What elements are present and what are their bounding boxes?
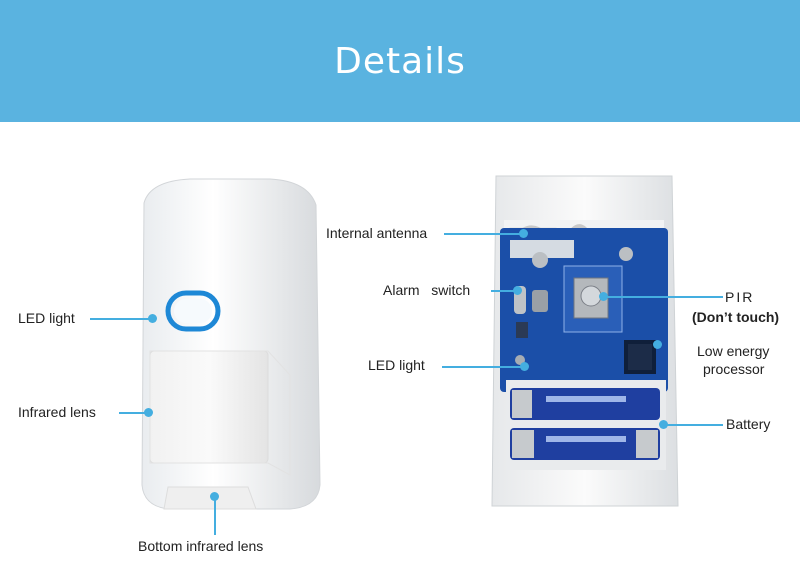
label-bottom-infrared-lens: Bottom infrared lens — [138, 538, 264, 554]
page-title: Details — [334, 40, 466, 82]
callout-dot-pir — [599, 292, 608, 301]
label-alarm-switch: Alarm switch — [383, 282, 471, 298]
callout-line-infrared-lens — [119, 412, 148, 414]
label-battery: Battery — [726, 416, 771, 432]
label-low-energy-processor-line2: processor — [703, 361, 765, 377]
callout-dot-led-front — [148, 314, 157, 323]
label-internal-antenna: Internal antenna — [326, 225, 428, 241]
header-banner: Details — [0, 0, 800, 122]
callout-line-battery — [667, 424, 723, 426]
label-pir-note: (Don’t touch) — [692, 309, 780, 325]
callout-dot-led-pcb — [520, 362, 529, 371]
label-pir: PIR — [725, 289, 755, 305]
pir-motion-sensor-open-pcb-image — [491, 175, 679, 507]
callout-line-led-front — [90, 318, 152, 320]
callout-dot-processor — [653, 340, 662, 349]
callout-dot-alarm-switch — [513, 286, 522, 295]
callout-line-alarm-switch — [491, 290, 517, 292]
callout-line-pir — [607, 296, 723, 298]
label-low-energy-processor-line1: Low energy — [697, 343, 770, 359]
label-infrared-lens: Infrared lens — [18, 404, 96, 420]
label-led-light-pcb: LED light — [368, 357, 425, 373]
pir-motion-sensor-front-image — [141, 178, 321, 510]
callout-line-internal-antenna — [444, 233, 524, 235]
callout-dot-bottom-lens — [210, 492, 219, 501]
callout-dot-internal-antenna — [519, 229, 528, 238]
callout-dot-infrared-lens — [144, 408, 153, 417]
callout-line-led-pcb — [442, 366, 524, 368]
callout-dot-battery — [659, 420, 668, 429]
callout-line-bottom-lens — [214, 497, 216, 535]
label-led-light-front: LED light — [18, 310, 75, 326]
